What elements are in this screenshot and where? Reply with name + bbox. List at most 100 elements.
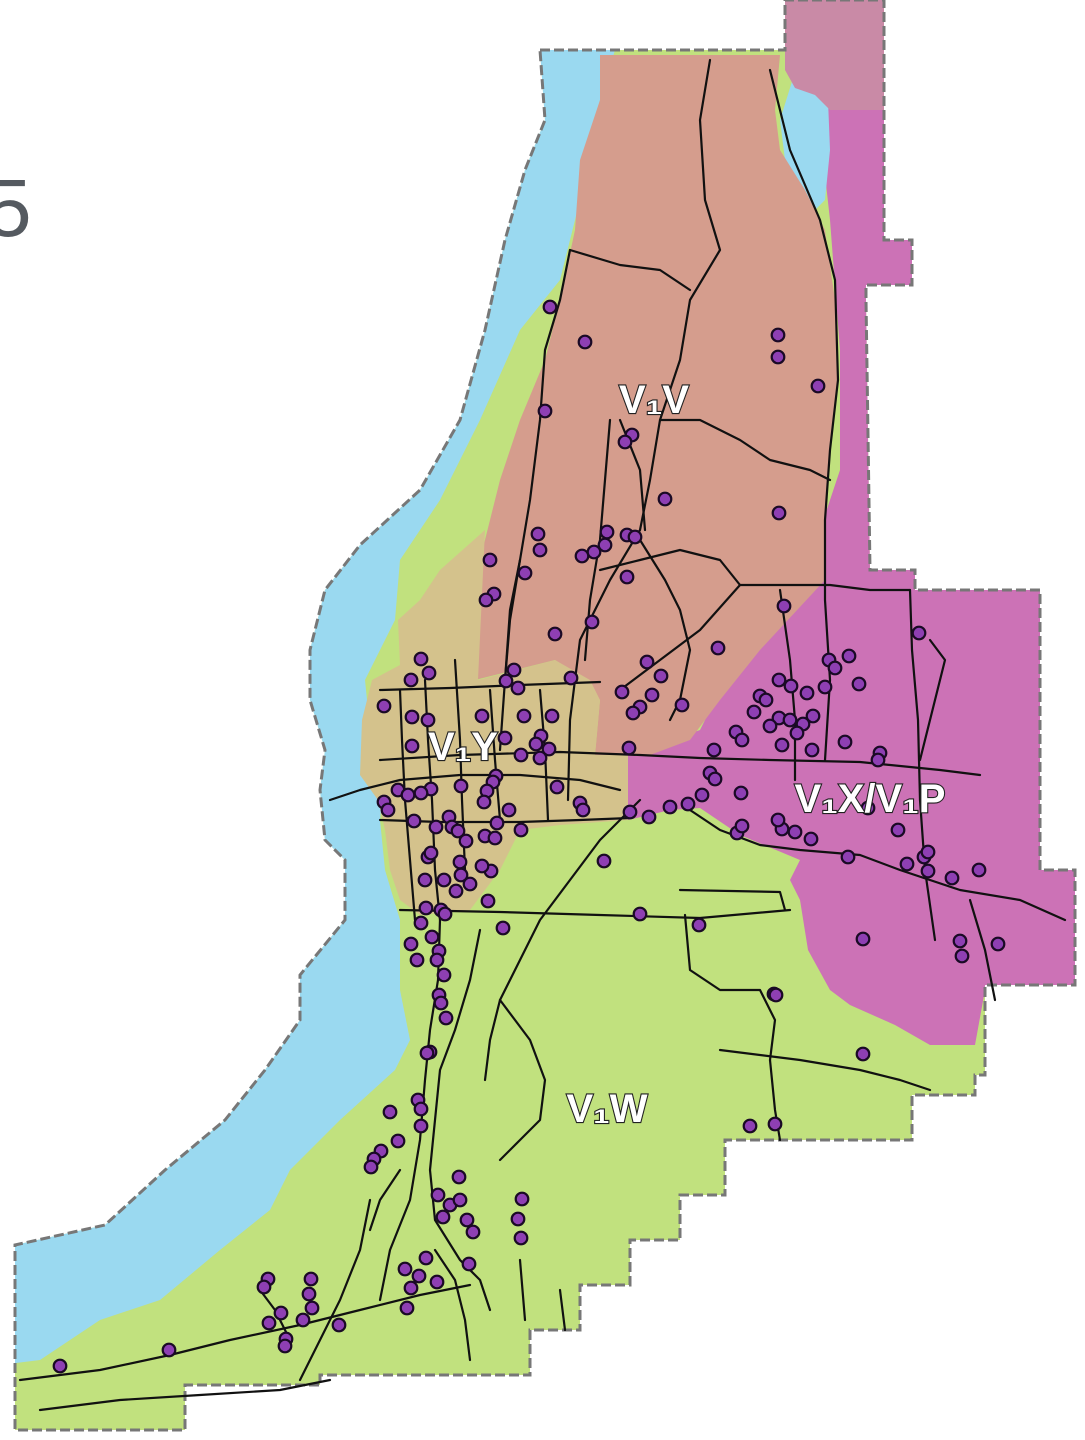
map-point <box>710 640 726 656</box>
road <box>398 908 792 920</box>
map-point <box>513 822 529 838</box>
map-point <box>734 818 750 834</box>
road <box>378 750 982 777</box>
map-point <box>574 548 590 564</box>
map-point <box>517 565 533 581</box>
map-point <box>774 737 790 753</box>
map-point <box>575 802 591 818</box>
map-point <box>489 815 505 831</box>
map-point <box>363 1159 379 1175</box>
map-point <box>430 1187 446 1203</box>
map-point <box>619 569 635 585</box>
map-point <box>435 1209 451 1225</box>
map-point <box>459 1212 475 1228</box>
road <box>18 1283 472 1382</box>
map-point <box>810 378 826 394</box>
county-boundary <box>13 0 1077 1432</box>
map-point <box>870 752 886 768</box>
map-point <box>952 933 968 949</box>
map-point <box>622 804 638 820</box>
map-point <box>476 794 492 810</box>
map-point <box>805 708 821 724</box>
map-point <box>403 1280 419 1296</box>
road <box>968 898 997 1002</box>
map-point <box>404 709 420 725</box>
map-point <box>256 1279 272 1295</box>
map-point <box>639 654 655 670</box>
map-point <box>453 778 469 794</box>
map-point <box>954 948 970 964</box>
map-point <box>614 684 630 700</box>
map-point <box>413 1118 429 1134</box>
road <box>768 68 840 762</box>
map-point <box>547 626 563 642</box>
map-point <box>771 505 787 521</box>
map-point <box>419 1045 435 1061</box>
map-point <box>707 771 723 787</box>
cropped-edge-text: 5 <box>0 163 32 254</box>
map-point <box>448 883 464 899</box>
map-point <box>418 1250 434 1266</box>
map-point <box>461 1256 477 1272</box>
map-point <box>161 1342 177 1358</box>
map-point <box>495 920 511 936</box>
road <box>38 1378 332 1412</box>
map-point <box>770 812 786 828</box>
map-point <box>487 830 503 846</box>
map-point <box>782 712 798 728</box>
map-point <box>510 680 526 696</box>
road <box>618 583 742 692</box>
map-point <box>399 1300 415 1316</box>
map-point <box>480 893 496 909</box>
map-point <box>418 900 434 916</box>
map-point <box>855 931 871 947</box>
road <box>558 1288 567 1332</box>
map-point <box>424 929 440 945</box>
map-point <box>273 1305 289 1321</box>
zone-label-v1x-v1p: V₁X/V₁P <box>795 777 946 821</box>
map-point <box>641 809 657 825</box>
map-point <box>498 673 514 689</box>
map-point <box>541 741 557 757</box>
road <box>433 1248 472 1362</box>
map-point <box>855 1046 871 1062</box>
road <box>738 583 912 592</box>
map-point <box>990 936 1006 952</box>
map-point <box>627 529 643 545</box>
map-point <box>768 987 784 1003</box>
road <box>483 798 642 1082</box>
map-point <box>841 648 857 664</box>
map-point <box>767 1116 783 1132</box>
map-point <box>799 685 815 701</box>
road <box>598 548 742 587</box>
map-point <box>429 1274 445 1290</box>
map-point <box>860 800 876 816</box>
map-point <box>436 967 452 983</box>
map-point <box>429 952 445 968</box>
road <box>488 688 502 822</box>
map-point <box>596 853 612 869</box>
road <box>918 638 947 762</box>
map-point <box>733 785 749 801</box>
map-point <box>382 1104 398 1120</box>
map-point <box>544 708 560 724</box>
map-point <box>920 863 936 879</box>
map-point <box>662 799 678 815</box>
map-point <box>617 434 633 450</box>
map-point <box>482 552 498 568</box>
map-point <box>625 705 641 721</box>
map-point <box>584 614 600 630</box>
map-point <box>542 299 558 315</box>
map-point <box>406 813 422 829</box>
road <box>378 680 602 692</box>
lake-area <box>780 72 830 210</box>
map-point <box>758 692 774 708</box>
map-point <box>421 665 437 681</box>
zone-area-v1v <box>475 55 838 755</box>
map-point <box>423 845 439 861</box>
map-point <box>516 708 532 724</box>
map-point <box>783 678 799 694</box>
map-point <box>376 698 392 714</box>
map-point <box>474 858 490 874</box>
